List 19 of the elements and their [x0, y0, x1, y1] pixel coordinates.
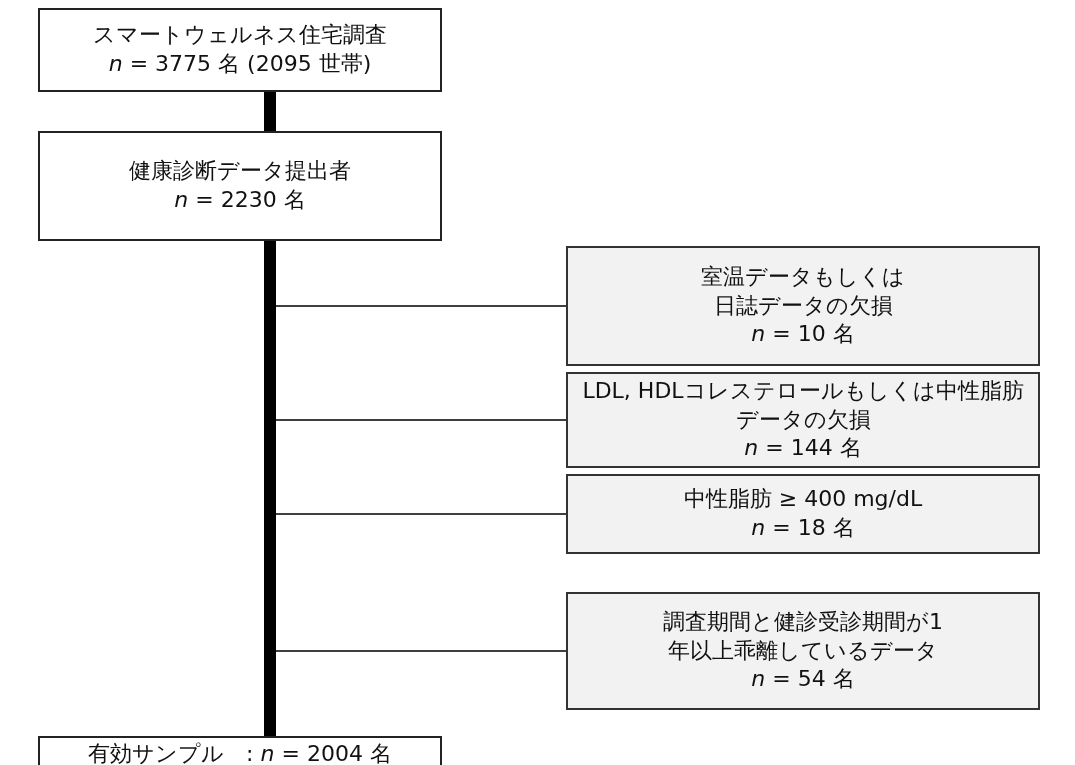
flow-line	[264, 92, 276, 131]
box-text: 有効サンプル : n = 2004 名	[88, 740, 392, 765]
result-box	[38, 736, 442, 765]
exclusion-box	[566, 246, 1040, 366]
box-text: n = 10 名	[751, 320, 855, 349]
exclusion-box	[566, 474, 1040, 554]
process-box	[38, 131, 442, 241]
box-text: n = 18 名	[751, 514, 855, 542]
box-text: n = 2230 名	[174, 186, 306, 214]
process-box	[38, 8, 442, 92]
box-text: n = 54 名	[751, 665, 855, 694]
box-text: n = 3775 名 (2095 世帯)	[108, 50, 372, 78]
box-text: n = 144 名	[744, 434, 862, 463]
exclusion-box	[566, 592, 1040, 710]
box-text: 健康診断データ提出者	[129, 157, 351, 186]
box-text: スマートウェルネス住宅調査	[93, 21, 387, 50]
exclusion-box	[566, 372, 1040, 468]
box-text: 中性脂肪 ≥ 400 mg/dL	[683, 485, 923, 514]
flow-line	[264, 241, 276, 736]
